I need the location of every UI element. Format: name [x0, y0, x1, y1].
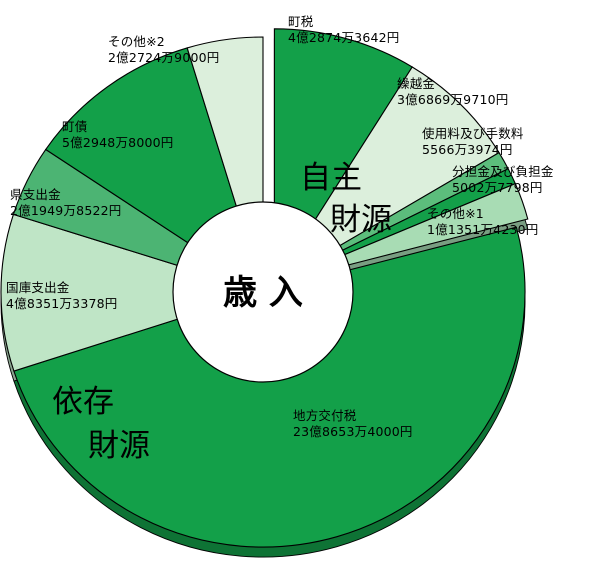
slice-name-label: その他※2	[108, 34, 165, 49]
slice-value-label: 1億1351万4230円	[427, 222, 538, 237]
center-hole	[172, 201, 354, 383]
pie-slice	[13, 226, 526, 548]
group-label-line: 財源	[88, 428, 150, 464]
slice-value-label: 5566万3974円	[422, 142, 513, 157]
slice-name-label: 県支出金	[10, 187, 61, 202]
slice-name-label: 繰越金	[397, 76, 435, 91]
slice-value-label: 4億2874万3642円	[288, 30, 399, 45]
slice-name-label: 地方交付税	[293, 408, 357, 423]
group-label-line: 財源	[330, 202, 392, 238]
slice-name-label: 町債	[62, 119, 87, 134]
slice-name-label: 使用料及び手数料	[422, 126, 524, 141]
center-title: 歳 入	[223, 273, 303, 313]
slice-value-label: 4億8351万3378円	[6, 296, 117, 311]
group-label-line: 依存	[52, 384, 114, 420]
slice-name-label: 町税	[288, 14, 314, 29]
slice-name-label: その他※1	[427, 206, 484, 221]
slice-value-label: 3億6869万9710円	[397, 92, 508, 107]
slice-value-label: 5億2948万8000円	[62, 135, 173, 150]
slice-name-label: 国庫支出金	[6, 280, 70, 295]
group-label-line: 自主	[300, 160, 362, 196]
slice-name-label: 分担金及び負担金	[452, 164, 554, 179]
slice-value-label: 5002万7798円	[452, 180, 543, 195]
pie-slice	[0, 213, 265, 372]
slice-value-label: 23億8653万4000円	[293, 424, 413, 439]
slice-value-label: 2億2724万9000円	[108, 50, 219, 65]
slice-value-label: 2億1949万8522円	[10, 203, 121, 218]
pie-slice	[273, 66, 500, 285]
